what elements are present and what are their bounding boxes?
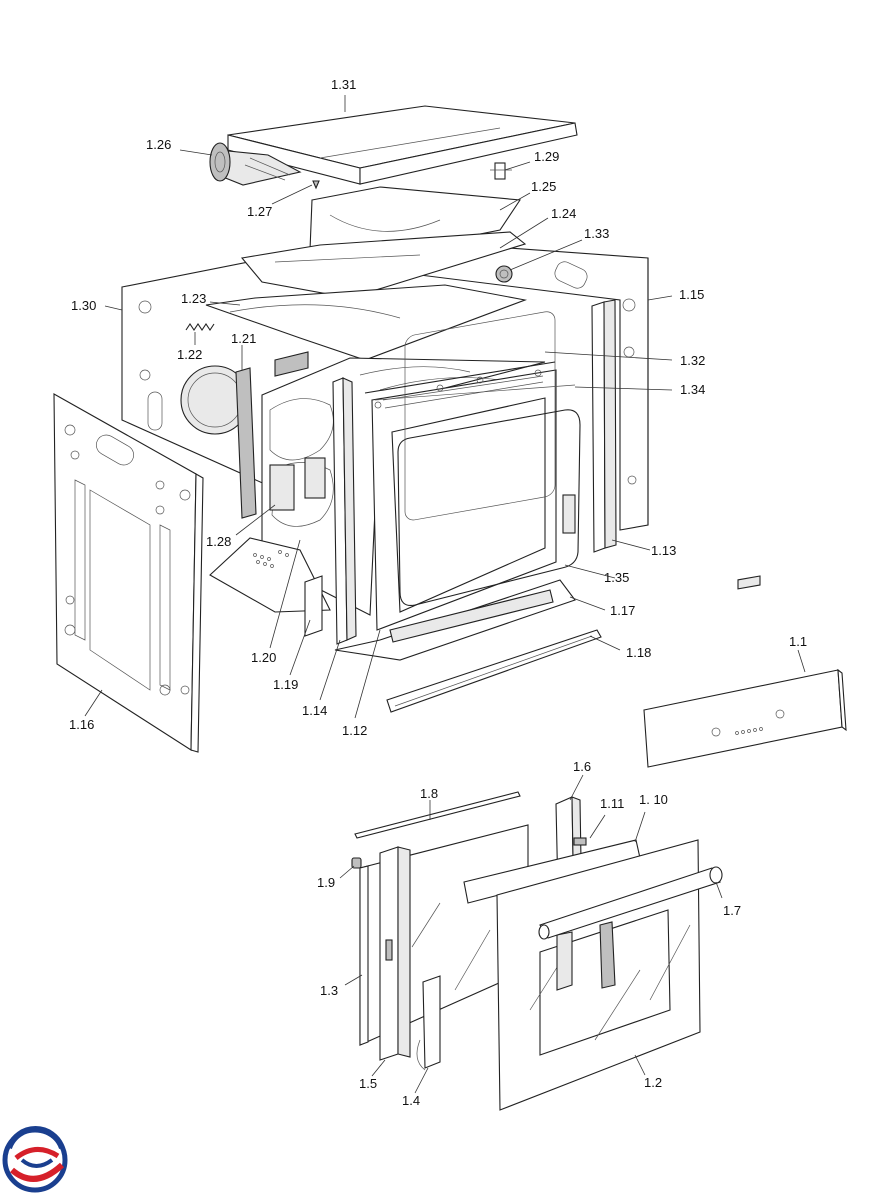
label-1-31: 1.31 [331,77,357,92]
label-1-28: 1.28 [206,534,232,549]
part-1-9-hinge-pin [351,857,362,869]
part-1-21-insulation-strip [235,367,257,519]
part-1-18-bottom-strip [386,629,602,713]
label-1-26: 1.26 [146,137,172,152]
part-1-32-top-trim [364,361,556,394]
label-1-9: 1.9 [317,875,336,890]
part-1-4-door-hinge [416,975,441,1071]
part-1-12-front-frame [371,311,557,631]
label-1-1: 1.1 [789,634,808,649]
part-1-29-clip [490,162,512,180]
label-1-33: 1.33 [584,226,610,241]
label-1-2: 1.2 [644,1075,663,1090]
label-1-4: 1.4 [402,1093,421,1108]
part-1-31-top-panel [227,105,578,185]
part-1-21-insulation-block [274,351,309,377]
part-1-35-door-seal [397,409,581,607]
part-1-17-lower-bracket [334,579,576,661]
label-1-30: 1.30 [71,298,97,313]
label-1-3: 1.3 [320,983,339,998]
part-1-27-screw [312,180,320,190]
label-1-16: 1.16 [69,717,95,732]
label-1-22: 1.22 [177,347,203,362]
label-1-14: 1.14 [302,703,328,718]
label-1-18: 1.18 [626,645,652,660]
label-1-8: 1.8 [420,786,439,801]
leader-lines [84,95,806,1094]
label-1-12: 1.12 [342,723,368,738]
label-1-7: 1.7 [723,903,742,918]
label-1-25: 1.25 [531,179,557,194]
label-1-35: 1.35 [604,570,630,585]
part-1-26-fan-motor [209,142,302,186]
label-1-20: 1.20 [251,650,277,665]
brand-logo [2,1126,68,1193]
label-1-29: 1.29 [534,149,560,164]
part-1-8-door-strip [354,791,521,839]
part-1-1-control-panel [643,575,847,768]
label-1-19: 1.19 [273,677,299,692]
label-1-15: 1.15 [679,287,705,302]
part-1-22-spring [185,323,215,331]
label-1-34: 1.34 [680,382,706,397]
label-1-23: 1.23 [181,291,207,306]
part-1-28-sensor-plate [269,457,326,511]
part-1-24-inner-top [240,231,527,299]
part-1-14-left-rail [332,377,357,645]
part-1-5-door-rail [379,846,411,1061]
part-1-33-lamp [495,265,513,283]
part-1-16-side-panel [53,393,204,753]
part-1-13-right-rail [562,299,617,553]
label-1-5: 1.5 [359,1076,378,1091]
part-1-23-top-insulation [205,284,528,361]
label-1-13: 1.13 [651,543,677,558]
label-1-6: 1.6 [573,759,592,774]
label-1-11: 1.11 [600,796,625,811]
label-1-27: 1.27 [247,204,273,219]
part-1-34-top-seal [374,384,576,401]
label-1-10: 1. 10 [639,792,668,807]
part-1-7-door-handle [538,866,723,940]
label-1-21: 1.21 [231,331,257,346]
part-1-2-outer-door [496,839,701,1111]
part-1-11-screw [573,837,587,846]
label-1-24: 1.24 [551,206,577,221]
label-1-17: 1.17 [610,603,636,618]
label-1-32: 1.32 [680,353,706,368]
